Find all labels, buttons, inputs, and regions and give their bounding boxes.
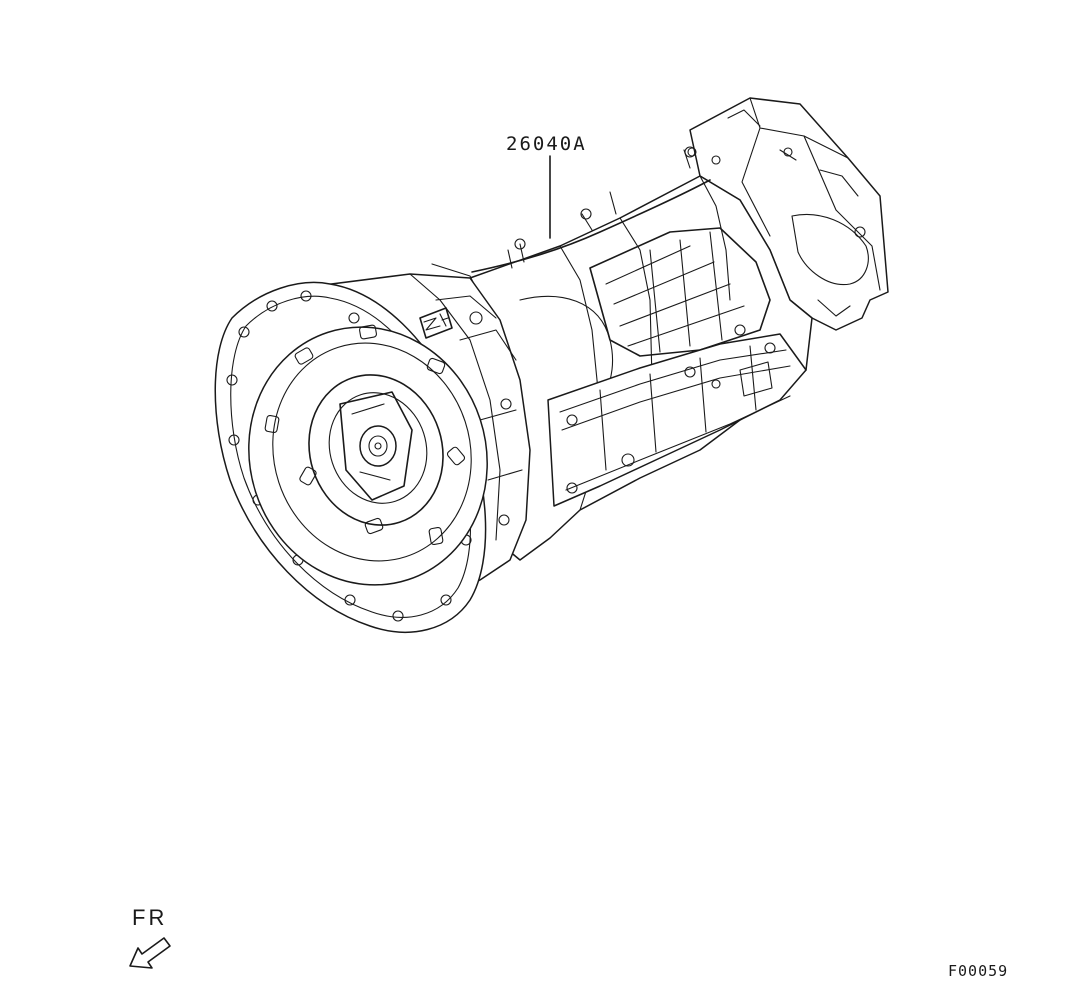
torque-converter [248, 324, 488, 586]
figure-id: F00059 [948, 962, 1009, 980]
part-number-callout: 26040A [506, 133, 587, 155]
front-direction-label: FR [132, 905, 168, 930]
converter-lugs [264, 324, 466, 545]
main-case [431, 146, 813, 561]
front-direction-arrow-icon [129, 937, 171, 969]
zf-badge [419, 307, 453, 339]
